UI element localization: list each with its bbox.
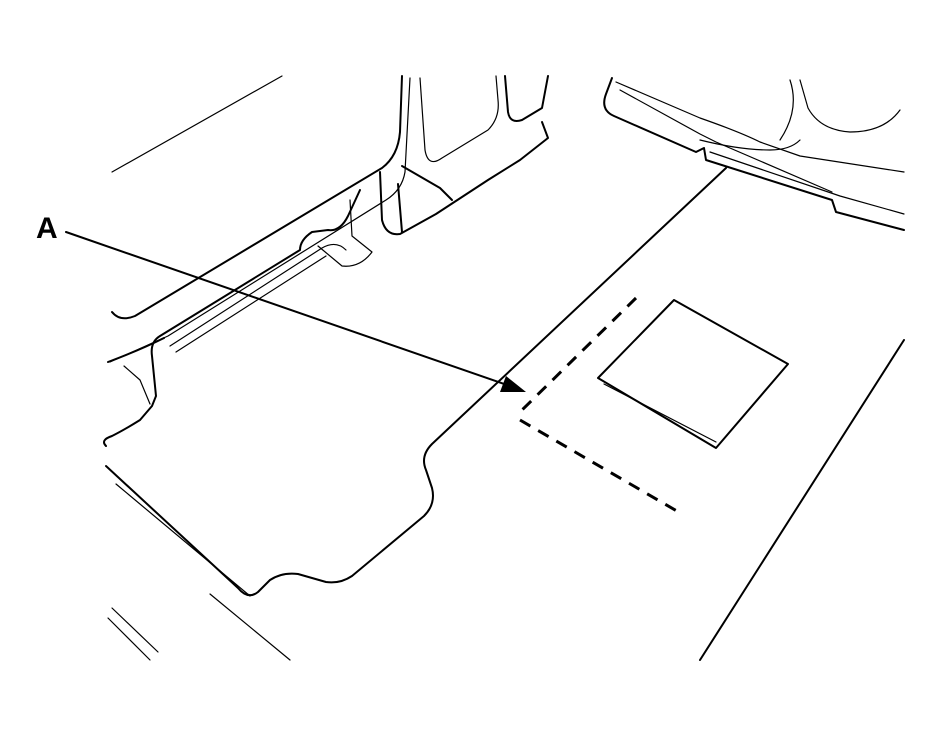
door-sill-trim [603, 77, 905, 661]
seat-side-panel [103, 75, 549, 447]
floor-access-panel [597, 299, 789, 449]
callout-label-a: A [36, 212, 58, 245]
hidden-component-outline [518, 296, 683, 516]
arrowhead-icon [500, 376, 526, 392]
callout-leader-a [65, 231, 526, 392]
floor-mat [105, 167, 727, 661]
